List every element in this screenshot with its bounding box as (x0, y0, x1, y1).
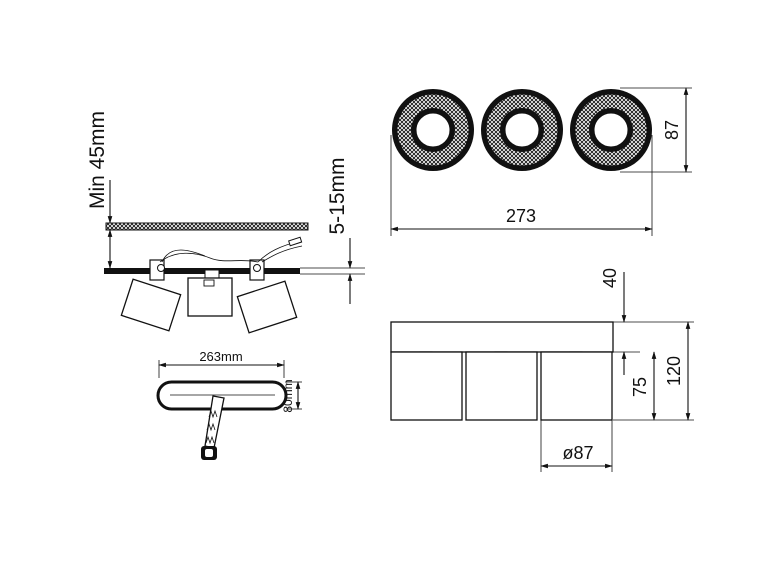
install-lamp-left (120, 278, 182, 332)
lamp-head-right (540, 351, 613, 421)
spotlight-ring-middle (481, 89, 563, 171)
dim-label-75: 75 (630, 377, 650, 397)
cable (159, 252, 259, 263)
cutout-view: 263mm 80mm (156, 349, 302, 460)
dim-label-80: 80mm (281, 379, 295, 412)
dim-label-40: 40 (600, 268, 620, 288)
lamp-head-left (390, 351, 463, 421)
dim-label-120: 120 (664, 356, 684, 386)
false-ceiling (104, 268, 300, 274)
dim-label-263: 263mm (199, 349, 242, 364)
dim-label-diameter: ø87 (562, 443, 593, 463)
spotlight-ring-right (570, 89, 652, 171)
install-lamp-right (236, 280, 298, 334)
dim-label-273: 273 (506, 206, 536, 226)
spotlight-ring-left (392, 89, 474, 171)
installation-view: Min 45mm 5-15mm (86, 111, 365, 334)
lamp-head-middle (465, 351, 538, 421)
ceiling-slab (105, 222, 309, 231)
top-view: 273 87 (390, 87, 692, 236)
side-view: 40 75 120 ø87 (390, 268, 694, 472)
dim-label-87: 87 (662, 120, 682, 140)
base-plate (390, 321, 614, 353)
saw-icon (201, 395, 225, 460)
dim-label-5-15: 5-15mm (326, 157, 349, 234)
dim-label-min45: Min 45mm (86, 111, 109, 209)
